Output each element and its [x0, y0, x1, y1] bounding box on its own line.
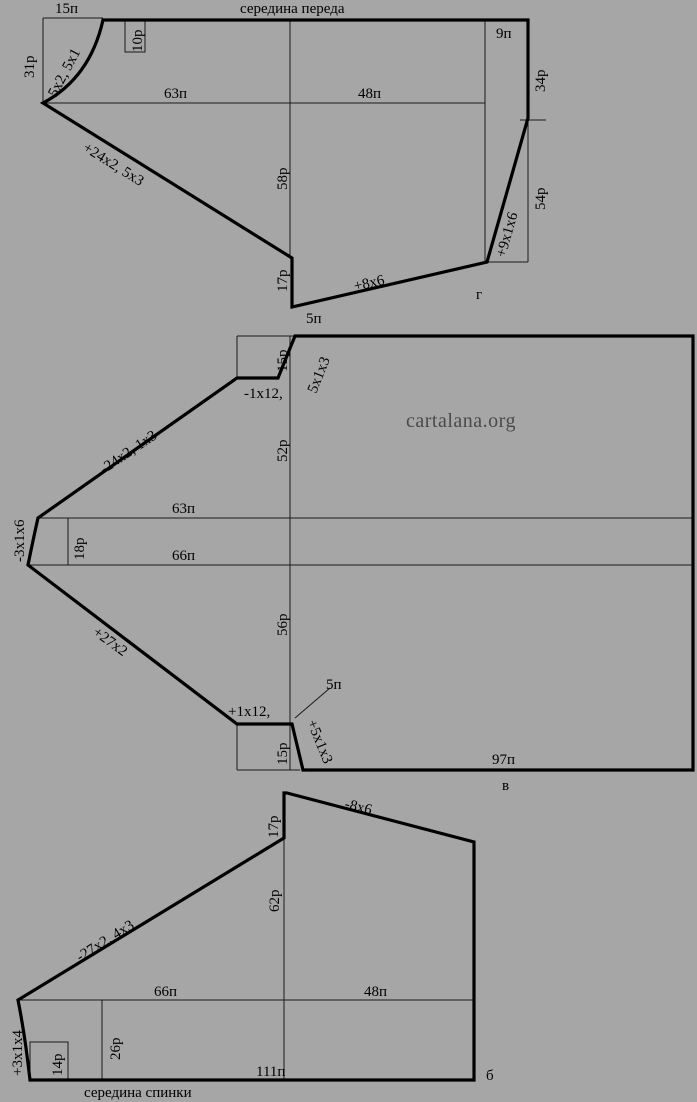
sleeve-bottom-cuff-inc: +1х12,: [228, 704, 270, 720]
front-outline: [39, 18, 530, 310]
sleeve-top-cuff-height: 15р: [275, 350, 291, 373]
back-outline: [16, 791, 476, 1082]
sleeve-upper-shaping: -24х2, 1х3: [97, 428, 160, 478]
back-tip-shaping: +3х1х4: [10, 1030, 26, 1076]
front-cuff-width: 5п: [306, 311, 322, 327]
back-piece-letter: б: [486, 1068, 494, 1084]
sleeve-piece: 15р 5х1х3 -1х12, -24х2, 1х3 52р -3х1х6 1…: [12, 334, 695, 794]
back-total-width: 111п: [256, 1064, 285, 1080]
back-width-right: 48п: [364, 984, 387, 1000]
sleeve-tip-height: 18р: [72, 538, 88, 561]
back-piece: 17р -8х6 -27х2, 4х3 62р 66п 48п +3х1х4 1…: [10, 791, 494, 1101]
front-top-caption: середина переда: [240, 1, 345, 17]
sleeve-bottom-cuff-shaping: +5х1х3: [303, 718, 335, 767]
watermark: cartalana.org: [406, 410, 516, 432]
back-center-height: 62р: [267, 890, 283, 913]
sleeve-bottom-cuff-height: 15р: [275, 743, 291, 766]
back-width-left: 66п: [154, 984, 177, 1000]
sleeve-top-cuff-dec: -1х12,: [244, 386, 283, 402]
sleeve-lower-width: 66п: [172, 548, 195, 564]
sleeve-cuff-leader: [294, 687, 331, 719]
front-cuff-height: 17р: [275, 270, 291, 293]
front-shoulder-width: 9п: [496, 26, 512, 42]
front-neck-height: 31р: [22, 56, 38, 79]
front-side-shaping: +9х1х6: [493, 210, 521, 259]
front-neck-depth: 10р: [130, 30, 146, 53]
sleeve-bottom-cuff-width: 5п: [326, 677, 342, 693]
sleeve-upper-width: 63п: [172, 501, 195, 517]
front-piece: 15п середина переда 31р 5х2, 5х1 10р 63п…: [22, 1, 549, 327]
sleeve-top-cuff-shaping: 5х1х3: [305, 355, 334, 396]
back-neck-height: 14р: [50, 1054, 66, 1077]
sleeve-lower-height: 56р: [275, 614, 291, 637]
sleeve-outline: [26, 334, 695, 772]
front-neck-width: 15п: [55, 1, 78, 17]
back-bottom-caption: середина спинки: [84, 1085, 192, 1101]
front-width-left: 63п: [164, 86, 187, 102]
sleeve-tip-shaping: -3х1х6: [12, 519, 28, 562]
sleeve-total-width: 97п: [492, 752, 515, 768]
sleeve-lower-shaping: +27х2: [90, 624, 131, 660]
sleeve-piece-letter: в: [502, 778, 509, 794]
front-shoulder-height: 34р: [533, 70, 549, 93]
back-cuff-height: 17р: [266, 816, 282, 839]
front-width-right: 48п: [358, 86, 381, 102]
sleeve-upper-height: 52р: [275, 440, 291, 463]
back-sleeve-shaping: -27х2, 4х3: [74, 917, 138, 965]
front-piece-letter: г: [476, 287, 482, 303]
back-side-height: 26р: [108, 1038, 124, 1061]
front-center-height: 58р: [275, 168, 291, 191]
back-top-shaping: -8х6: [343, 796, 374, 818]
front-bottom-shaping: +8х6: [352, 272, 386, 295]
front-side-height: 54р: [533, 188, 549, 211]
